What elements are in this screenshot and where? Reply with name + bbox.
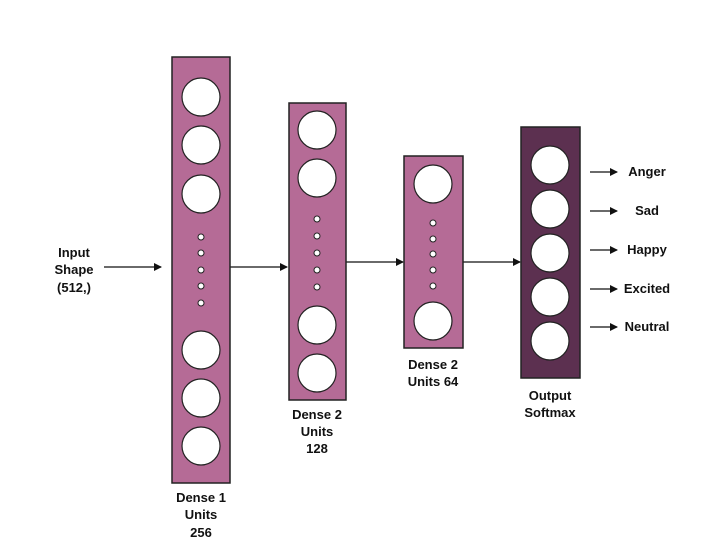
layer-dense-2-label-line2: Units: [301, 424, 334, 439]
ellipsis-dot: [197, 249, 205, 257]
neuron: [530, 321, 570, 361]
neuron: [413, 301, 453, 341]
input-label-line1: Input: [58, 245, 90, 260]
ellipsis-dot: [429, 282, 437, 290]
layer-output-label-line2: Softmax: [524, 405, 576, 420]
layer-dense-1-label-line1: Dense 1: [176, 490, 226, 505]
neuron: [181, 330, 221, 370]
ellipsis-dot: [313, 232, 321, 240]
ellipsis-dot: [429, 235, 437, 243]
neuron: [297, 305, 337, 345]
layer-dense-1: [171, 56, 231, 484]
layer-output-label-line1: Output: [529, 388, 572, 403]
neuron: [181, 125, 221, 165]
neuron: [181, 426, 221, 466]
input-label-line2: Shape: [54, 262, 93, 277]
neuron: [530, 277, 570, 317]
neuron: [181, 174, 221, 214]
neuron: [297, 158, 337, 198]
layer-dense-1-label-line3: 256: [190, 525, 212, 540]
output-label-happy: Happy: [627, 242, 668, 257]
output-label-excited: Excited: [624, 281, 670, 296]
input-label-line3: (512,): [57, 280, 91, 295]
layer-dense-2-label-line1: Dense 2: [292, 407, 342, 422]
layer-dense-3-label-line2: Units 64: [408, 374, 459, 389]
neuron: [181, 77, 221, 117]
ellipsis-dot: [197, 233, 205, 241]
layer-dense-2: [288, 102, 347, 401]
ellipsis-dot: [313, 215, 321, 223]
layer-dense-3: [403, 155, 464, 349]
neuron: [297, 353, 337, 393]
ellipsis-dot: [197, 299, 205, 307]
ellipsis-dot: [429, 250, 437, 258]
ellipsis-dot: [429, 219, 437, 227]
ellipsis-dot: [197, 266, 205, 274]
neuron: [297, 110, 337, 150]
output-label-sad: Sad: [635, 203, 659, 218]
ellipsis-dot: [197, 282, 205, 290]
layer-dense-1-label-line2: Units: [185, 507, 218, 522]
neuron: [530, 233, 570, 273]
ellipsis-dot: [429, 266, 437, 274]
neuron: [530, 145, 570, 185]
layer-output: [520, 126, 581, 379]
output-label-neutral: Neutral: [625, 319, 670, 334]
neuron: [413, 164, 453, 204]
neuron: [181, 378, 221, 418]
layer-dense-3-label-line1: Dense 2: [408, 357, 458, 372]
output-label-anger: Anger: [628, 164, 666, 179]
ellipsis-dot: [313, 283, 321, 291]
neuron: [530, 189, 570, 229]
layer-dense-2-label-line3: 128: [306, 441, 328, 456]
ellipsis-dot: [313, 266, 321, 274]
ellipsis-dot: [313, 249, 321, 257]
